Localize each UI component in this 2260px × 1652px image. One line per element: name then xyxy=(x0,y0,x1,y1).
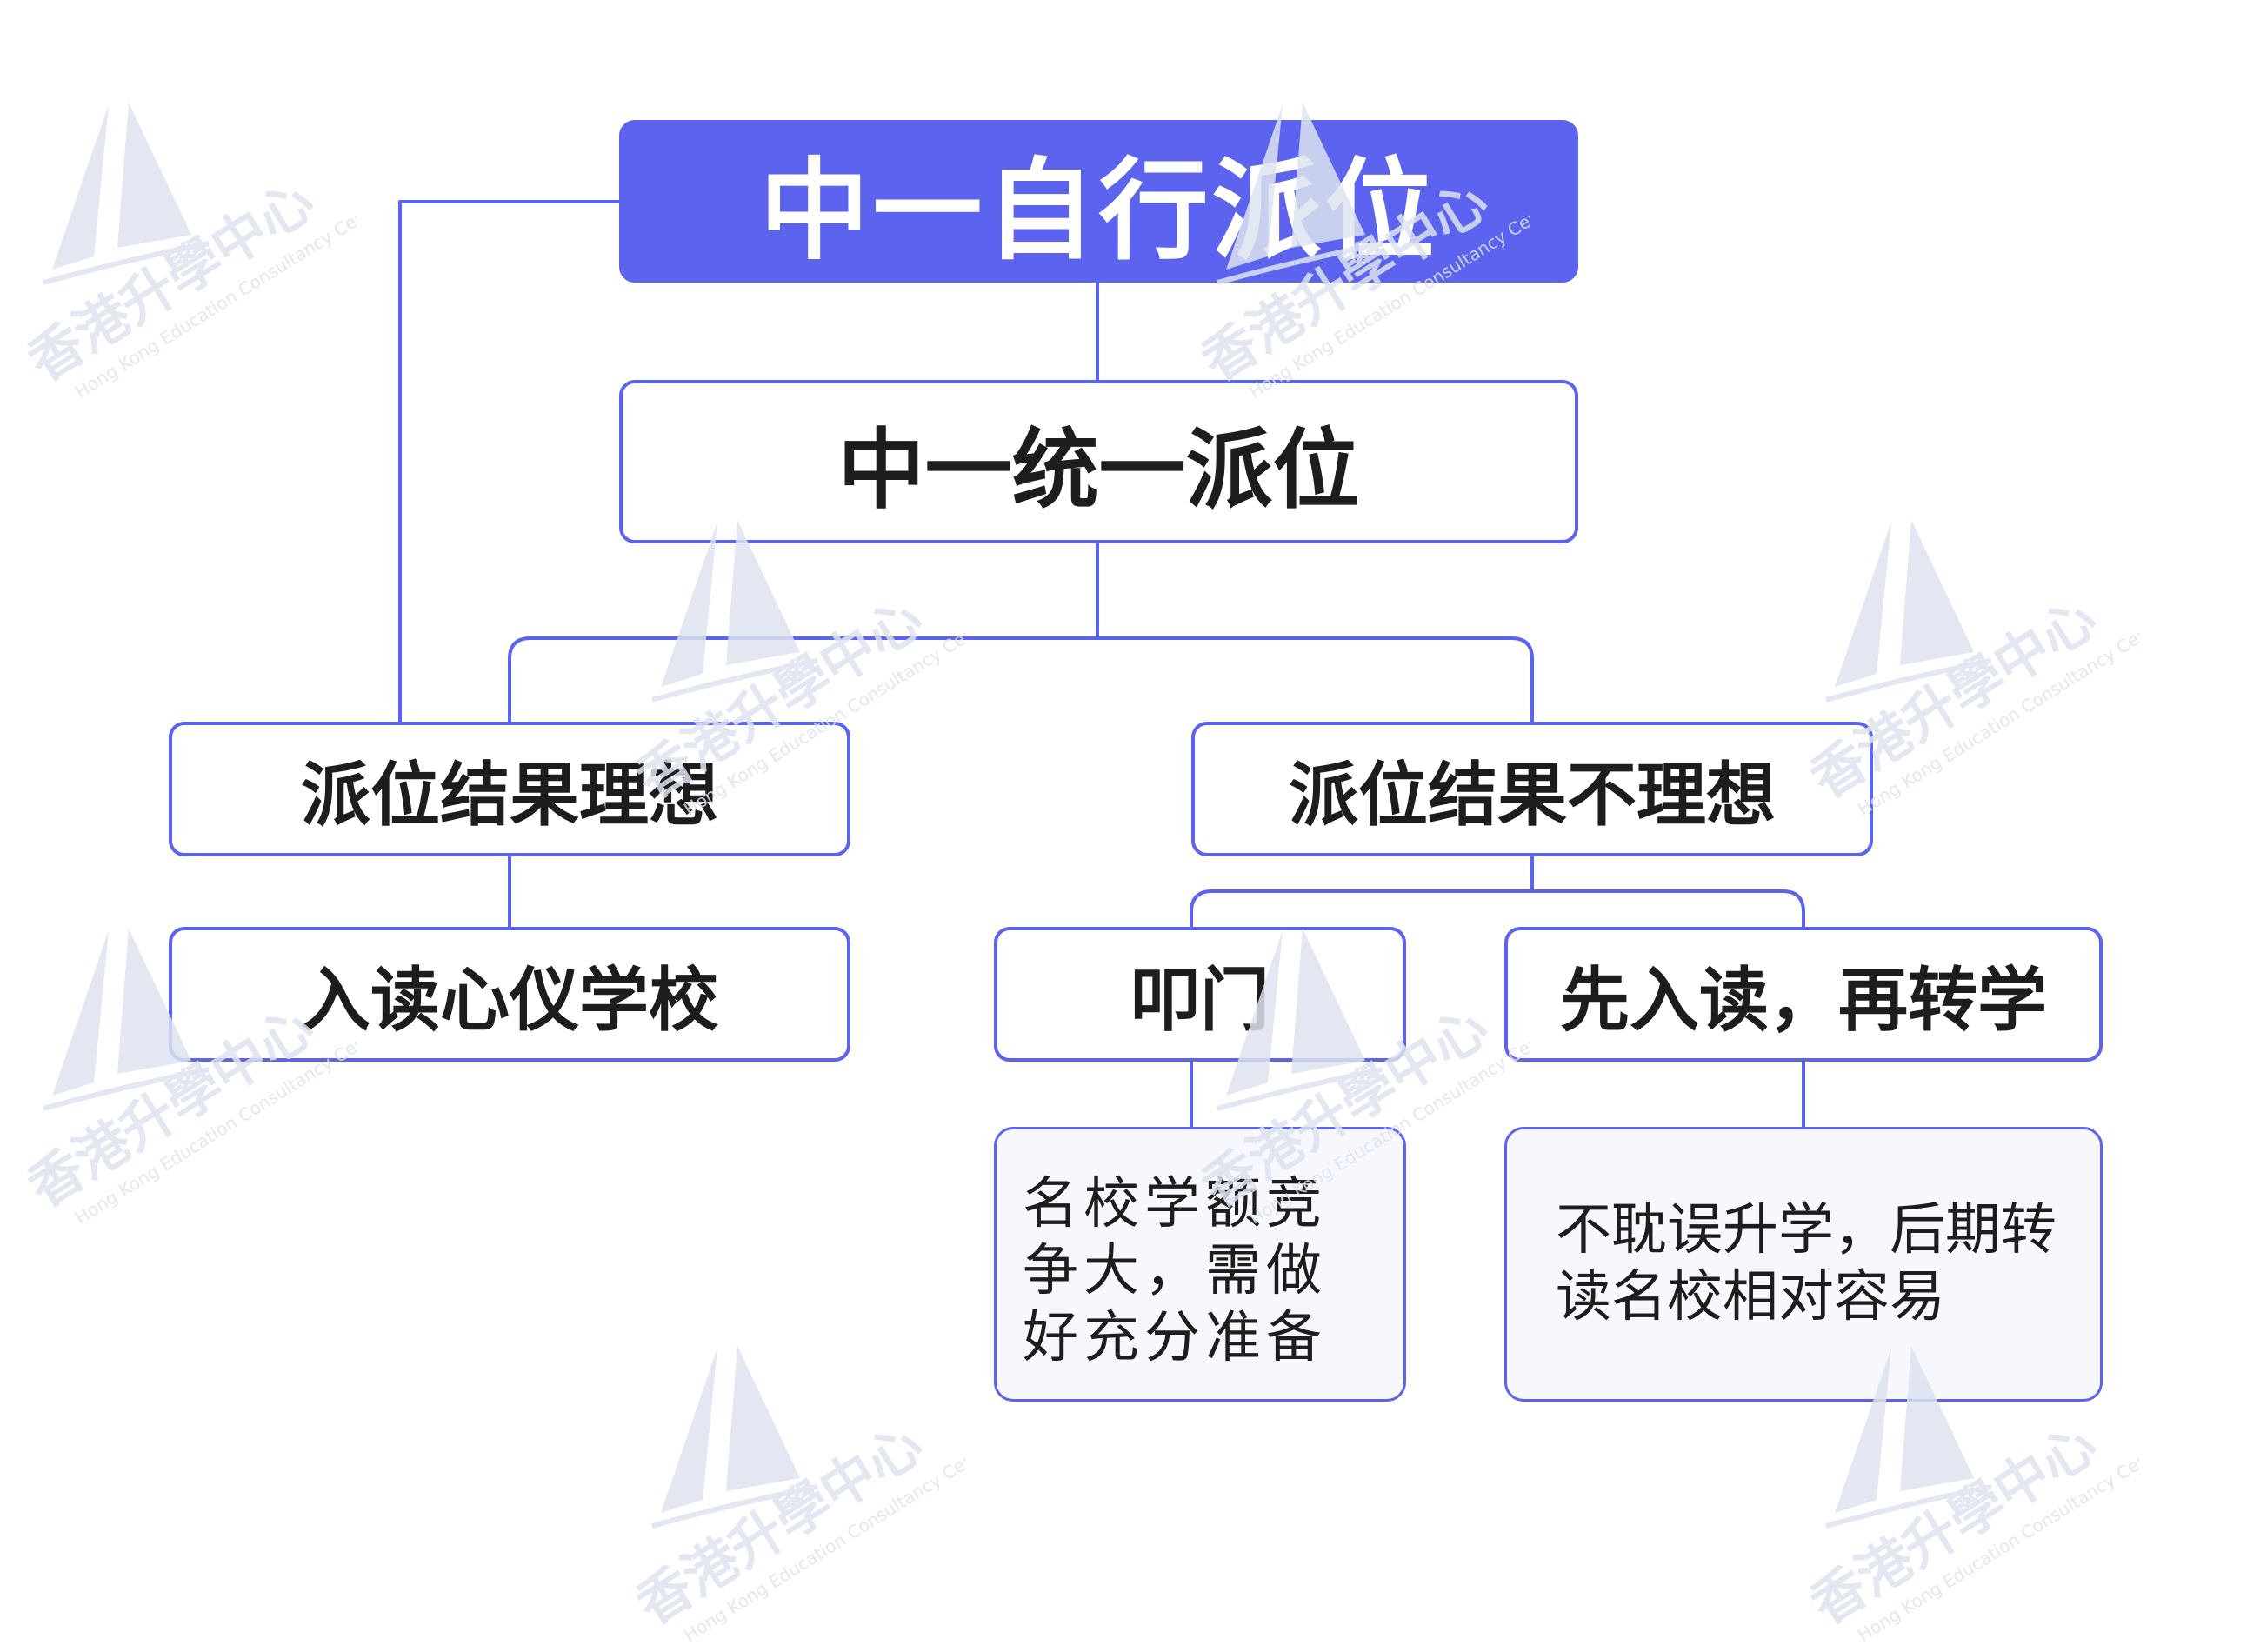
transfer-later-label: 先入读，再转学 xyxy=(1560,959,2047,1041)
transfer-later-note-text: 不耽误升学，后期转读名校相对容易 xyxy=(1556,1198,2057,1329)
outcome-bad-node: 派位结果不理想 xyxy=(1191,722,1873,856)
root-node: 中一自行派位 xyxy=(619,120,1578,283)
knock-door-label: 叩门 xyxy=(1130,959,1270,1041)
flowchart: 中一自行派位 中一统一派位 派位结果理想 派位结果不理想 入读心仪学校 叩门 先… xyxy=(169,120,2103,1402)
transfer-later-node: 先入读，再转学 xyxy=(1504,927,2103,1062)
connector-lines xyxy=(398,200,1805,1127)
knock-door-note: 名校学额竞争大，需做好充分准备 xyxy=(994,1127,1406,1402)
unified-allocation-node: 中一统一派位 xyxy=(619,380,1578,543)
preferred-school-label: 入读心仪学校 xyxy=(301,959,718,1041)
outcome-good-label: 派位结果理想 xyxy=(301,754,718,836)
outcome-bad-label: 派位结果不理想 xyxy=(1289,754,1776,836)
outcome-good-node: 派位结果理想 xyxy=(169,722,850,856)
knock-door-node: 叩门 xyxy=(994,927,1406,1062)
root-label: 中一自行派位 xyxy=(759,146,1438,275)
unified-allocation-label: 中一统一派位 xyxy=(837,418,1360,521)
transfer-later-note: 不耽误升学，后期转读名校相对容易 xyxy=(1504,1127,2103,1402)
preferred-school-node: 入读心仪学校 xyxy=(169,927,850,1062)
knock-door-note-text: 名校学额竞争大，需做好充分准备 xyxy=(1023,1172,1327,1370)
